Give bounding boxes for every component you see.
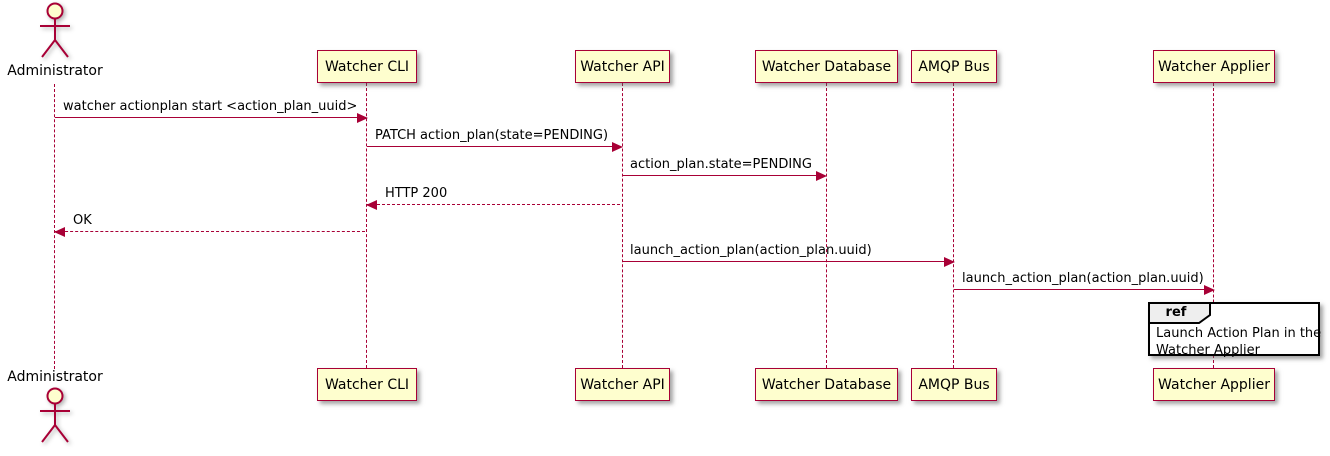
ref-fragment: ref Launch Action Plan in the Watcher Ap… <box>1148 302 1322 358</box>
message-label: launch_action_plan(action_plan.uuid) <box>630 243 872 258</box>
message-state-pending: action_plan.state=PENDING <box>622 157 827 181</box>
message-patch-action-plan: PATCH action_plan(state=PENDING) <box>367 128 623 152</box>
ref-text-line1: Launch Action Plan in the <box>1156 326 1322 341</box>
participant-watcher-database-bottom: Watcher Database <box>755 368 898 401</box>
message-line <box>367 146 620 147</box>
lifeline-amqp-bus <box>953 83 954 368</box>
message-line <box>954 289 1212 290</box>
message-label: launch_action_plan(action_plan.uuid) <box>962 271 1204 286</box>
arrowhead-icon <box>54 226 65 237</box>
actor-icon <box>37 2 73 66</box>
message-launch-action-plan-applier: launch_action_plan(action_plan.uuid) <box>954 271 1215 295</box>
participant-watcher-applier-bottom: Watcher Applier <box>1153 368 1275 401</box>
message-actionplan-start: watcher actionplan start <action_plan_uu… <box>55 99 368 123</box>
message-line <box>622 261 952 262</box>
arrowhead-icon <box>816 170 827 181</box>
message-line <box>622 175 824 176</box>
actor-icon <box>37 387 73 451</box>
message-label: action_plan.state=PENDING <box>630 157 812 172</box>
message-label: HTTP 200 <box>385 186 448 201</box>
participant-amqp-bus-top: AMQP Bus <box>911 50 997 83</box>
arrowhead-icon <box>944 256 955 267</box>
arrowhead-icon <box>1204 284 1215 295</box>
participant-watcher-cli-bottom: Watcher CLI <box>317 368 417 401</box>
lifeline-watcher-cli <box>366 83 367 368</box>
participant-watcher-database-top: Watcher Database <box>755 50 898 83</box>
message-line <box>55 117 365 118</box>
message-label: OK <box>73 213 92 228</box>
actor-label-top: Administrator <box>7 63 103 79</box>
message-line <box>367 204 620 205</box>
arrowhead-icon <box>612 141 623 152</box>
arrowhead-icon <box>357 112 368 123</box>
participant-watcher-cli-top: Watcher CLI <box>317 50 417 83</box>
message-label: PATCH action_plan(state=PENDING) <box>375 128 609 143</box>
participant-amqp-bus-bottom: AMQP Bus <box>911 368 997 401</box>
actor-label-bottom: Administrator <box>7 369 103 385</box>
message-label: watcher actionplan start <action_plan_uu… <box>63 99 358 114</box>
message-line <box>55 231 365 232</box>
ref-text-line2: Watcher Applier <box>1156 343 1260 358</box>
message-http-200: HTTP 200 <box>366 186 622 210</box>
ref-tab-shape <box>1148 302 1211 324</box>
lifeline-watcher-applier <box>1213 83 1214 368</box>
message-ok: OK <box>54 213 367 237</box>
participant-watcher-applier-top: Watcher Applier <box>1153 50 1275 83</box>
lifeline-watcher-database <box>826 83 827 368</box>
message-launch-action-plan-amqp: launch_action_plan(action_plan.uuid) <box>622 243 955 267</box>
ref-keyword: ref <box>1165 305 1187 320</box>
lifeline-watcher-api <box>622 83 623 368</box>
participant-watcher-api-bottom: Watcher API <box>575 368 670 401</box>
arrowhead-icon <box>366 199 377 210</box>
participant-watcher-api-top: Watcher API <box>575 50 670 83</box>
